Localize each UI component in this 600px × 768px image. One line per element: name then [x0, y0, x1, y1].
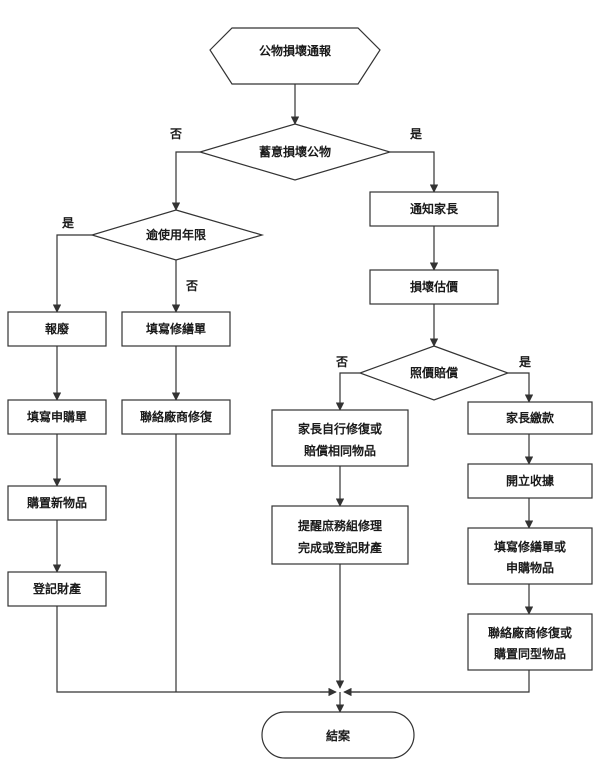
node-buy-new-item: 購置新物品 [7, 485, 107, 521]
damage-estimate-label: 損壞估價 [410, 279, 459, 294]
buy-new-item-box [7, 485, 107, 521]
node-fill-repair-or-purchase: 填寫修繕單或 申購物品 [467, 527, 593, 585]
register-property-left-box [7, 571, 107, 607]
node-notify-parent: 通知家長 [369, 191, 499, 227]
buy-new-item-label: 購置新物品 [26, 495, 87, 510]
edge-register-down [56, 606, 329, 693]
fill-purchase-form-box [7, 399, 107, 435]
vendor-repair-or-buy-box [467, 613, 593, 671]
contact-vendor-repair-box [121, 399, 231, 435]
damage-estimate-box [369, 269, 499, 305]
node-register-property-left: 登記財產 [7, 571, 107, 607]
start-hexagon [209, 27, 381, 85]
node-vendor-repair-or-buy: 聯絡廠商修復或 購置同型物品 [467, 613, 593, 671]
decision-lifespan-diamond [89, 209, 265, 261]
node-decision-lifespan: 逾使用年限 [89, 209, 265, 261]
edge-intentional-yes [390, 151, 439, 193]
node-remind-clerk: 提醒庶務組修理 完成或登記財產 [271, 505, 409, 565]
scrap-label: 報廢 [45, 321, 70, 336]
edge-vendorbuy-down [351, 670, 530, 693]
node-issue-receipt: 開立收據 [467, 463, 593, 499]
notify-parent-box [369, 191, 499, 227]
parent-pay-label: 家長繳款 [506, 410, 555, 425]
node-decision-intentional: 蓄意損壞公物 [197, 123, 393, 181]
decision-intentional-label: 蓄意損壞公物 [259, 144, 331, 159]
scrap-box [7, 311, 107, 347]
issue-receipt-box [467, 463, 593, 499]
decision-intentional-diamond [197, 123, 393, 181]
parent-repair-label-line2: 賠償相同物品 [304, 443, 376, 458]
decision-compensation-diamond [358, 345, 510, 401]
remind-clerk-label-line2: 完成或登記財產 [298, 540, 382, 555]
fill-repair-or-purchase-box [467, 527, 593, 585]
notify-parent-label: 通知家長 [410, 201, 459, 216]
decision-compensation-label: 照價賠償 [410, 365, 459, 380]
node-parent-repair: 家長自行修復或 賠償相同物品 [271, 409, 409, 467]
contact-vendor-repair-label: 聯絡廠商修復 [140, 409, 213, 424]
parent-pay-box [467, 401, 593, 435]
label-yes-compensation: 是 [518, 355, 532, 369]
edge-compensation-no [335, 372, 360, 411]
issue-receipt-label: 開立收據 [506, 473, 555, 488]
edge-intentional-no [171, 151, 200, 211]
fill-repair-or-purchase-label-line1: 填寫修繕單或 [494, 539, 566, 554]
edges [52, 84, 534, 713]
start-label: 公物損壞通報 [259, 43, 332, 58]
node-scrap: 報廢 [7, 311, 107, 347]
remind-clerk-box [271, 505, 409, 565]
label-no-compensation: 否 [335, 355, 348, 369]
node-end: 結案 [261, 711, 415, 759]
fill-repair-form-label: 填寫修繕單 [146, 321, 206, 336]
fill-repair-form-box [121, 311, 231, 347]
fill-purchase-form-label: 填寫申購單 [27, 409, 87, 424]
label-no-lifespan: 否 [185, 279, 198, 293]
label-yes-lifespan: 是 [61, 216, 75, 230]
node-decision-compensation: 照價賠償 [358, 345, 510, 401]
label-yes-intentional: 是 [409, 127, 423, 141]
vendor-repair-or-buy-label-line2: 購置同型物品 [493, 646, 566, 661]
vendor-repair-or-buy-label-line1: 聯絡廠商修復或 [488, 625, 572, 640]
node-fill-purchase-form: 填寫申購單 [7, 399, 107, 435]
node-parent-pay: 家長繳款 [467, 401, 593, 435]
parent-repair-box [271, 409, 409, 467]
edge-lifespan-yes [52, 234, 92, 313]
remind-clerk-label-line1: 提醒庶務組修理 [298, 518, 382, 533]
decision-lifespan-label: 逾使用年限 [146, 227, 206, 242]
node-start: 公物損壞通報 [209, 27, 381, 85]
end-terminator [261, 711, 415, 759]
register-property-left-label: 登記財產 [32, 581, 81, 596]
fill-repair-or-purchase-label-line2: 申購物品 [506, 560, 554, 575]
node-damage-estimate: 損壞估價 [369, 269, 499, 305]
edge-compensation-yes [508, 372, 534, 403]
parent-repair-label-line1: 家長自行修復或 [298, 421, 382, 436]
node-fill-repair-form: 填寫修繕單 [121, 311, 231, 347]
label-no-intentional: 否 [169, 127, 182, 141]
node-contact-vendor-repair: 聯絡廠商修復 [121, 399, 231, 435]
end-label: 結案 [326, 728, 351, 743]
